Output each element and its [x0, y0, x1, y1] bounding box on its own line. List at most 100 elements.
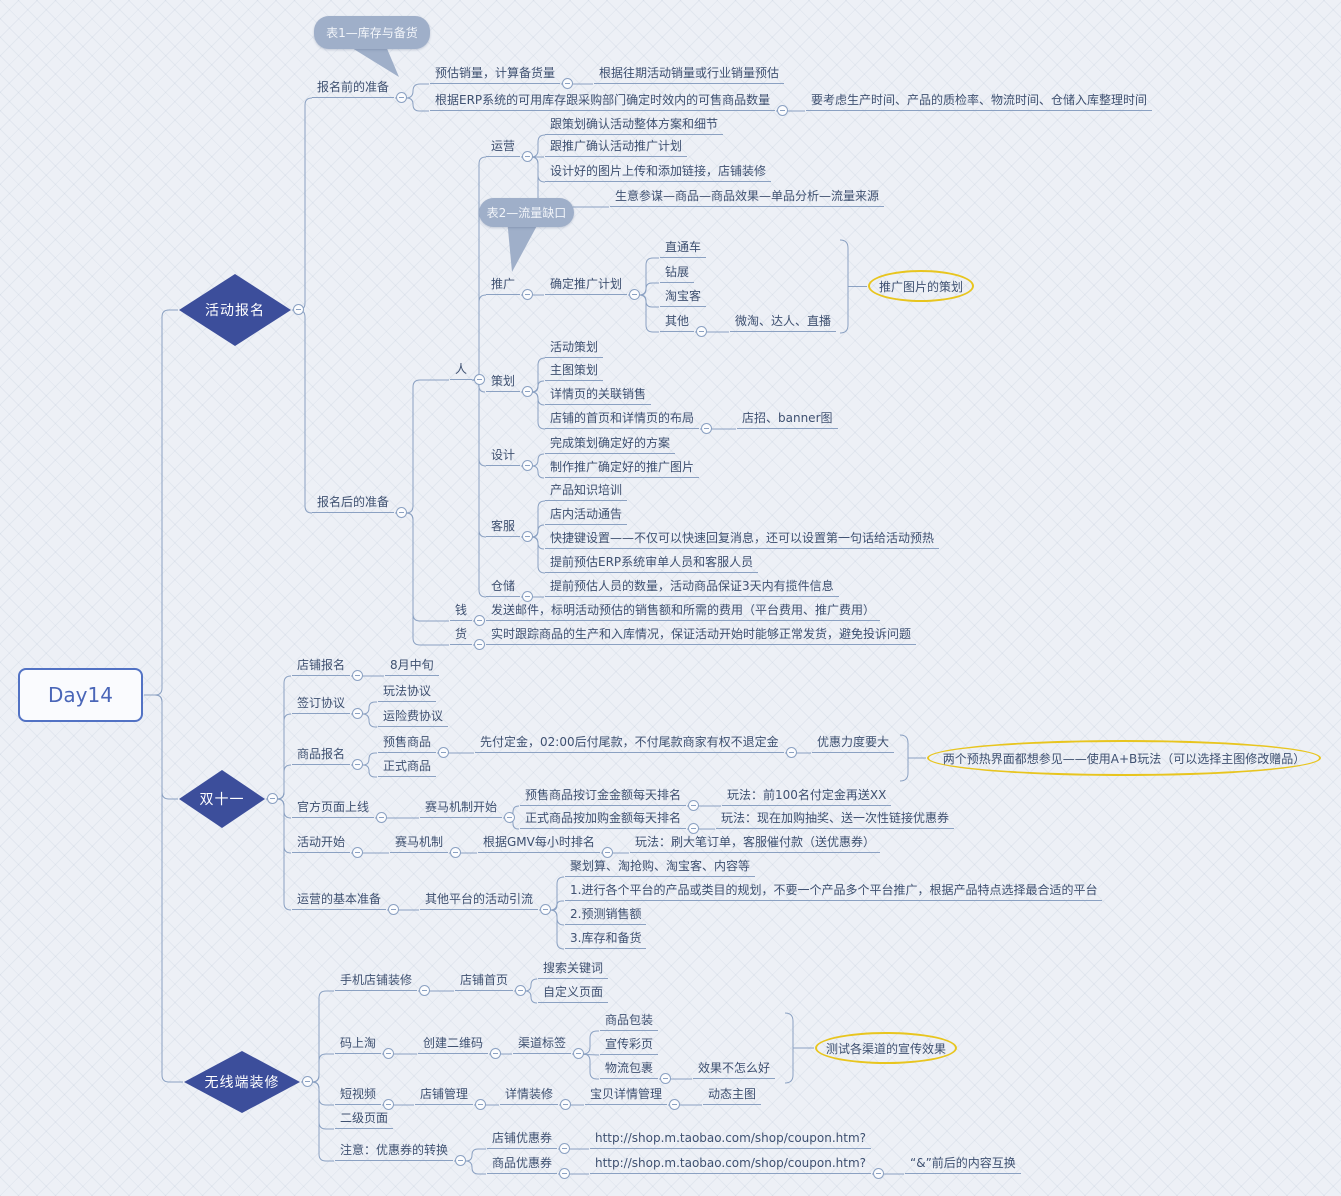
collapse-icon[interactable]	[490, 1048, 501, 1059]
callout-label[interactable]: 表1—库存与备货	[314, 16, 430, 49]
annotation-ellipse[interactable]: 测试各渠道的宣传效果	[815, 1032, 957, 1064]
subtopic[interactable]: 其他	[660, 313, 695, 332]
collapse-icon[interactable]	[688, 800, 699, 811]
collapse-icon[interactable]	[696, 326, 707, 337]
collapse-icon[interactable]	[701, 423, 712, 434]
collapse-icon[interactable]	[688, 823, 699, 834]
subtopic[interactable]: 确定推广计划	[545, 276, 628, 295]
subtopic[interactable]: 8月中旬	[385, 657, 439, 676]
collapse-icon[interactable]	[396, 507, 407, 518]
subtopic[interactable]: 淘宝客	[660, 288, 707, 307]
collapse-icon[interactable]	[438, 747, 449, 758]
subtopic[interactable]: 快捷键设置——不仅可以快速回复消息，还可以设置第一句话给活动预热	[545, 530, 940, 549]
collapse-icon[interactable]	[873, 1168, 884, 1179]
collapse-icon[interactable]	[352, 759, 363, 770]
subtopic[interactable]: http://shop.m.taobao.com/shop/coupon.htm…	[590, 1130, 872, 1149]
subtopic[interactable]: 物流包裹	[600, 1060, 659, 1079]
collapse-icon[interactable]	[559, 1143, 570, 1154]
subtopic[interactable]: 发送邮件，标明活动预估的销售额和所需的费用（平台费用、推广费用）	[486, 602, 881, 621]
subtopic[interactable]: 跟推广确认活动推广计划	[545, 138, 688, 157]
collapse-icon[interactable]	[522, 591, 533, 602]
central-topic[interactable]: Day14	[18, 668, 143, 722]
subtopic[interactable]: 1.进行各个平台的产品或类目的规划，不要一个产品多个平台推广，根据产品特点选择最…	[565, 882, 1103, 901]
subtopic[interactable]: 店内活动通告	[545, 506, 628, 525]
subtopic[interactable]: 店铺的首页和详情页的布局	[545, 410, 700, 429]
subtopic[interactable]: 商品报名	[292, 746, 351, 765]
subtopic[interactable]: 码上淘	[335, 1035, 382, 1054]
subtopic[interactable]: 搜索关键词	[538, 960, 609, 979]
collapse-icon[interactable]	[475, 1099, 486, 1110]
subtopic[interactable]: 制作推广确定好的推广图片	[545, 459, 700, 478]
subtopic[interactable]: 提前预估ERP系统审单人员和客服人员	[545, 554, 759, 573]
subtopic[interactable]: “&”前后的内容互换	[905, 1155, 1021, 1174]
subtopic[interactable]: 要考虑生产时间、产品的质检率、物流时间、仓储入库整理时间	[806, 92, 1153, 111]
subtopic[interactable]: 商品优惠券	[487, 1155, 558, 1174]
subtopic[interactable]: 自定义页面	[538, 984, 609, 1003]
subtopic[interactable]: 二级页面	[335, 1110, 394, 1129]
subtopic[interactable]: 玩法：前100名付定金再送XX	[722, 787, 892, 806]
subtopic[interactable]: 商品包装	[600, 1012, 659, 1031]
subtopic[interactable]: 其他平台的活动引流	[420, 891, 539, 910]
collapse-icon[interactable]	[777, 105, 788, 116]
subtopic[interactable]: 玩法协议	[378, 683, 437, 702]
subtopic[interactable]: 宣传彩页	[600, 1036, 659, 1055]
subtopic[interactable]: 渠道标签	[513, 1035, 572, 1054]
collapse-icon[interactable]	[376, 812, 387, 823]
subtopic[interactable]: 正式商品按加购金额每天排名	[520, 810, 687, 829]
collapse-icon[interactable]	[388, 904, 399, 915]
collapse-icon[interactable]	[419, 985, 430, 996]
collapse-icon[interactable]	[522, 289, 533, 300]
subtopic[interactable]: 玩法：现在加购抽奖、送一次性链接优惠券	[716, 810, 955, 829]
subtopic[interactable]: 主图策划	[545, 362, 604, 381]
subtopic[interactable]: 预售商品按订金金额每天排名	[520, 787, 687, 806]
collapse-icon[interactable]	[669, 1099, 680, 1110]
collapse-icon[interactable]	[455, 1155, 466, 1166]
subtopic[interactable]: 完成策划确定好的方案	[545, 435, 676, 454]
subtopic[interactable]: 正式商品	[378, 758, 437, 777]
subtopic[interactable]: 官方页面上线	[292, 799, 375, 818]
collapse-icon[interactable]	[474, 639, 485, 650]
subtopic[interactable]: 实时跟踪商品的生产和入库情况，保证活动开始时能够正常发货，避免投诉问题	[486, 626, 917, 645]
subtopic[interactable]: 设计	[486, 447, 521, 466]
subtopic[interactable]: 推广	[486, 276, 521, 295]
collapse-icon[interactable]	[302, 1076, 313, 1087]
subtopic[interactable]: 效果不怎么好	[693, 1060, 776, 1079]
subtopic[interactable]: 跟策划确认活动整体方案和细节	[545, 116, 724, 135]
subtopic[interactable]: 提前预估人员的数量，活动商品保证3天内有揽件信息	[545, 578, 839, 597]
subtopic[interactable]: 2.预测销售额	[565, 906, 647, 925]
annotation-ellipse[interactable]: 两个预热界面都想参见——使用A+B玩法（可以选择主图修改赠品）	[927, 740, 1321, 776]
subtopic[interactable]: 注意：优惠券的转换	[335, 1142, 454, 1161]
collapse-icon[interactable]	[352, 847, 363, 858]
subtopic[interactable]: 活动策划	[545, 339, 604, 358]
subtopic[interactable]: 预估销量，计算备货量	[430, 65, 561, 84]
subtopic[interactable]: 报名前的准备	[312, 79, 395, 98]
collapse-icon[interactable]	[540, 904, 551, 915]
subtopic[interactable]: 产品知识培训	[545, 482, 628, 501]
collapse-icon[interactable]	[562, 78, 573, 89]
subtopic[interactable]: 3.库存和备货	[565, 930, 647, 949]
subtopic[interactable]: 先付定金，02:00后付尾款，不付尾款商家有权不退定金	[475, 734, 784, 753]
subtopic[interactable]: 预售商品	[378, 734, 437, 753]
collapse-icon[interactable]	[629, 289, 640, 300]
collapse-icon[interactable]	[522, 151, 533, 162]
subtopic[interactable]: 直通车	[660, 239, 707, 258]
collapse-icon[interactable]	[559, 1168, 570, 1179]
annotation-ellipse[interactable]: 推广图片的策划	[868, 270, 974, 302]
subtopic[interactable]: 设计好的图片上传和添加链接，店铺装修	[545, 163, 772, 182]
subtopic[interactable]: 报名后的准备	[312, 494, 395, 513]
collapse-icon[interactable]	[474, 615, 485, 626]
subtopic[interactable]: 运营	[486, 138, 521, 157]
subtopic[interactable]: 优惠力度要大	[812, 734, 895, 753]
collapse-icon[interactable]	[383, 1099, 394, 1110]
subtopic[interactable]: 创建二维码	[418, 1035, 489, 1054]
subtopic[interactable]: 短视频	[335, 1086, 382, 1105]
subtopic[interactable]: 赛马机制开始	[420, 799, 503, 818]
subtopic[interactable]: 生意参谋—商品—商品效果—单品分析—流量来源	[610, 188, 885, 207]
subtopic[interactable]: 店招、banner图	[737, 410, 838, 429]
subtopic[interactable]: 详情装修	[500, 1086, 559, 1105]
subtopic[interactable]: 策划	[486, 373, 521, 392]
subtopic[interactable]: 动态主图	[703, 1086, 762, 1105]
subtopic[interactable]: 详情页的关联销售	[545, 386, 652, 405]
callout-label[interactable]: 表2—流量缺口	[479, 198, 574, 227]
collapse-icon[interactable]	[474, 374, 485, 385]
